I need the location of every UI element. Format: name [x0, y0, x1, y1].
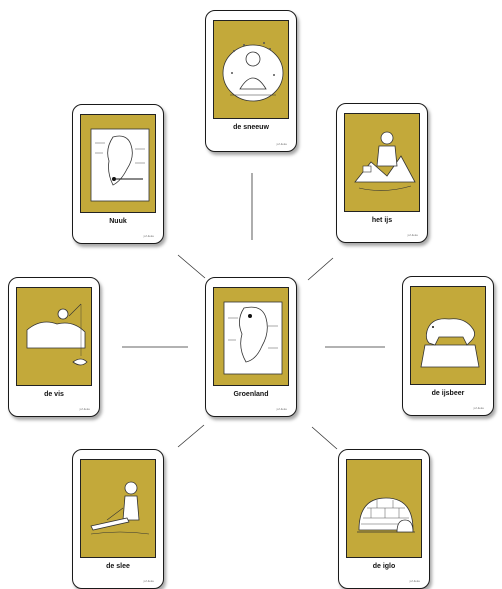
card-footer-tag: juf-lieke	[473, 406, 484, 410]
card-ijsbeer[interactable]: de ijsbeer juf-lieke	[402, 276, 494, 416]
polar-bear-icon	[420, 318, 480, 368]
snow-scene-icon	[222, 42, 284, 102]
greenland-map-icon	[223, 301, 283, 375]
card-footer-tag: juf-lieke	[409, 579, 420, 583]
card-footer-tag: juf-lieke	[407, 233, 418, 237]
connector-nuuk	[177, 254, 206, 279]
igloo-icon	[357, 497, 415, 533]
sled-child-icon	[90, 481, 150, 535]
card-image-panel	[213, 287, 289, 386]
ice-fishing-icon	[26, 303, 88, 366]
card-image-panel	[80, 459, 156, 558]
card-label-groenland: Groenland	[233, 391, 269, 398]
connector-slee	[177, 424, 205, 448]
card-iglo[interactable]: de iglo juf-lieke	[338, 449, 430, 589]
card-label-ijs: het ijs	[371, 217, 393, 224]
card-image-panel	[346, 459, 422, 558]
card-label-vis: de vis	[44, 391, 64, 398]
card-footer-tag: juf-lieke	[143, 234, 154, 238]
card-label-iglo: de iglo	[372, 563, 396, 570]
card-label-sneeuw: de sneeuw	[233, 124, 269, 131]
connector-ijs	[307, 257, 334, 281]
card-footer-tag: juf-lieke	[79, 407, 90, 411]
card-groenland[interactable]: Groenland juf-lieke	[205, 277, 297, 417]
connector-iglo	[311, 426, 338, 450]
card-image-panel	[344, 113, 420, 212]
card-nuuk[interactable]: Nuuk juf-lieke	[72, 104, 164, 244]
card-footer-tag: juf-lieke	[276, 142, 287, 146]
card-vis[interactable]: de vis juf-lieke	[8, 277, 100, 417]
card-slee[interactable]: de slee juf-lieke	[72, 449, 164, 589]
card-image-panel	[213, 20, 289, 119]
card-footer-tag: juf-lieke	[143, 579, 154, 583]
card-sneeuw[interactable]: de sneeuw juf-lieke	[205, 10, 297, 152]
card-label-ijsbeer: de ijsbeer	[431, 390, 465, 397]
card-label-nuuk: Nuuk	[109, 218, 127, 225]
card-image-panel	[16, 287, 92, 386]
ice-explorer-icon	[354, 131, 416, 191]
card-ijs[interactable]: het ijs juf-lieke	[336, 103, 428, 243]
card-image-panel	[410, 286, 486, 385]
card-footer-tag: juf-lieke	[276, 407, 287, 411]
map-nuuk-icon	[90, 128, 150, 202]
card-label-slee: de slee	[106, 563, 130, 570]
card-image-panel	[80, 114, 156, 213]
